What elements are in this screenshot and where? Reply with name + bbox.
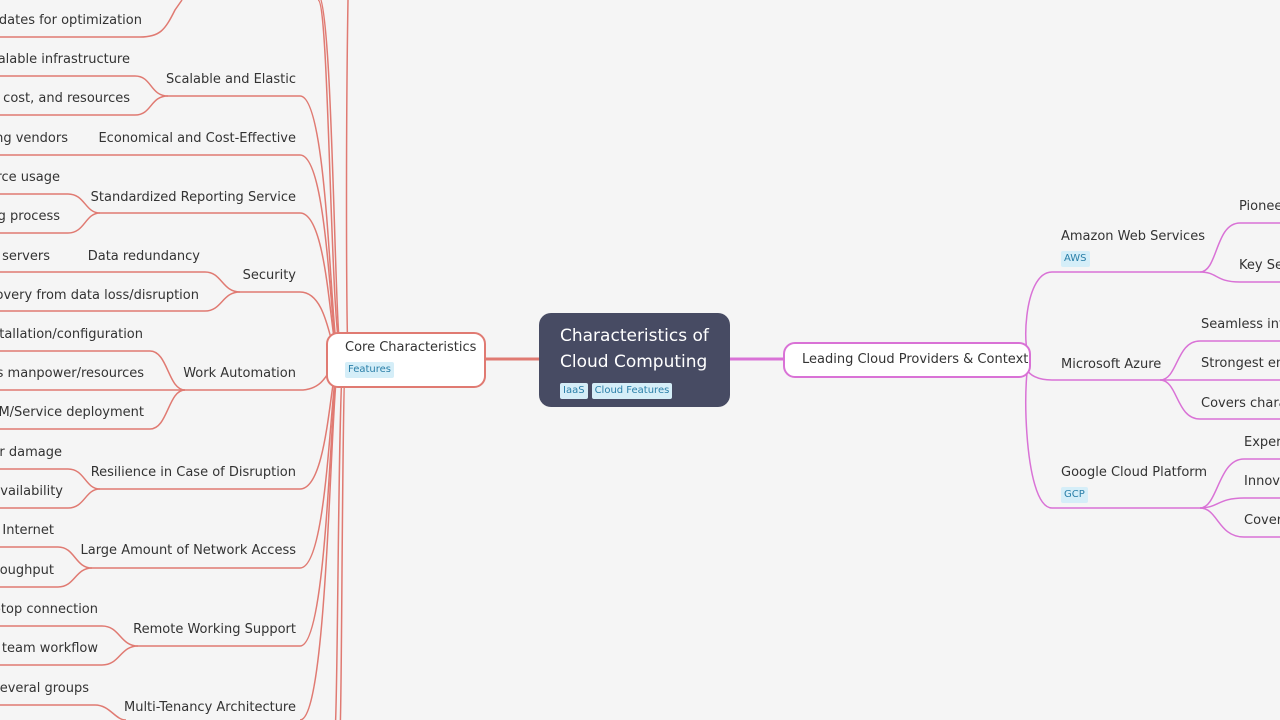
remote-node[interactable]: Remote Working Support bbox=[133, 622, 296, 637]
root-tag-cloud-features: Cloud Features bbox=[591, 383, 673, 399]
root-node[interactable]: Characteristics of Cloud Computing IaaS … bbox=[539, 313, 730, 407]
core-characteristics-label: Core Characteristics bbox=[345, 340, 477, 355]
root-tags: IaaS Cloud Features bbox=[560, 383, 718, 399]
leading-providers-label: Leading Cloud Providers & Context bbox=[802, 352, 1029, 367]
leaf-security-servers[interactable]: e servers bbox=[0, 249, 50, 264]
aws-tag: AWS bbox=[1061, 251, 1090, 267]
right-connectors bbox=[730, 222, 1280, 538]
leaf-remote-1[interactable]: aptop connection bbox=[0, 602, 98, 617]
security-redundancy-node[interactable]: Data redundancy bbox=[87, 249, 200, 264]
leaf-economical-1[interactable]: ong vendors bbox=[0, 131, 68, 146]
leaf-aws-2[interactable]: Key Ser bbox=[1239, 258, 1280, 273]
leaf-automation-2[interactable]: es manpower/resources bbox=[0, 366, 144, 381]
leaf-gcp-2[interactable]: Innova bbox=[1244, 474, 1280, 489]
economical-node[interactable]: Economical and Cost-Effective bbox=[98, 131, 296, 146]
gcp-node[interactable]: Google Cloud Platform bbox=[1061, 465, 1208, 480]
leaf-resilience-1[interactable]: er damage bbox=[0, 445, 62, 460]
leaf-reporting-1[interactable]: urce usage bbox=[0, 170, 60, 185]
security-node[interactable]: Security bbox=[242, 268, 296, 283]
scalable-node[interactable]: Scalable and Elastic bbox=[166, 72, 296, 87]
leaf-azure-2[interactable]: Strongest ent bbox=[1201, 356, 1280, 371]
leaf-network-2[interactable]: roughput bbox=[0, 563, 54, 578]
tenancy-node[interactable]: Multi-Tenancy Architecture bbox=[123, 700, 296, 715]
network-node[interactable]: Large Amount of Network Access bbox=[80, 543, 296, 558]
leaf-gcp-3[interactable]: Covers bbox=[1244, 513, 1280, 528]
leaf-updates[interactable]: updates for optimization bbox=[0, 13, 142, 28]
leaf-azure-1[interactable]: Seamless inte bbox=[1201, 317, 1280, 332]
core-tag-features: Features bbox=[345, 362, 394, 378]
core-characteristics-node[interactable]: Core Characteristics Features bbox=[326, 332, 486, 388]
automation-node[interactable]: Work Automation bbox=[183, 366, 296, 381]
resilience-node[interactable]: Resilience in Case of Disruption bbox=[90, 465, 296, 480]
leaf-azure-3[interactable]: Covers charac bbox=[1201, 396, 1280, 411]
leaf-aws-1[interactable]: Pionee bbox=[1239, 199, 1280, 214]
core-tags: Features bbox=[345, 362, 484, 378]
leaf-tenancy-1[interactable]: several groups bbox=[0, 681, 89, 696]
azure-node[interactable]: Microsoft Azure bbox=[1061, 357, 1162, 372]
leaf-automation-3[interactable]: VM/Service deployment bbox=[0, 405, 144, 420]
leaf-security-recovery[interactable]: ecovery from data loss/disruption bbox=[0, 288, 199, 303]
leaf-network-1[interactable]: n Internet bbox=[0, 523, 54, 538]
leaf-scalable-1[interactable]: scalable infrastructure bbox=[0, 52, 130, 67]
leaf-gcp-1[interactable]: Expert bbox=[1244, 435, 1280, 450]
leaf-automation-1[interactable]: stallation/configuration bbox=[0, 327, 143, 342]
leaf-remote-2[interactable]: n team workflow bbox=[0, 641, 98, 656]
leaf-resilience-2[interactable]: availability bbox=[0, 484, 63, 499]
root-title: Characteristics of Cloud Computing bbox=[560, 326, 709, 372]
leading-providers-node[interactable]: Leading Cloud Providers & Context bbox=[783, 342, 1031, 378]
leaf-scalable-2[interactable]: ge, cost, and resources bbox=[0, 91, 130, 106]
reporting-node[interactable]: Standardized Reporting Service bbox=[90, 190, 296, 205]
root-tag-iaas: IaaS bbox=[560, 383, 588, 399]
leaf-reporting-2[interactable]: ng process bbox=[0, 209, 60, 224]
aws-node[interactable]: Amazon Web Services bbox=[1061, 229, 1205, 244]
gcp-tag: GCP bbox=[1061, 487, 1088, 503]
